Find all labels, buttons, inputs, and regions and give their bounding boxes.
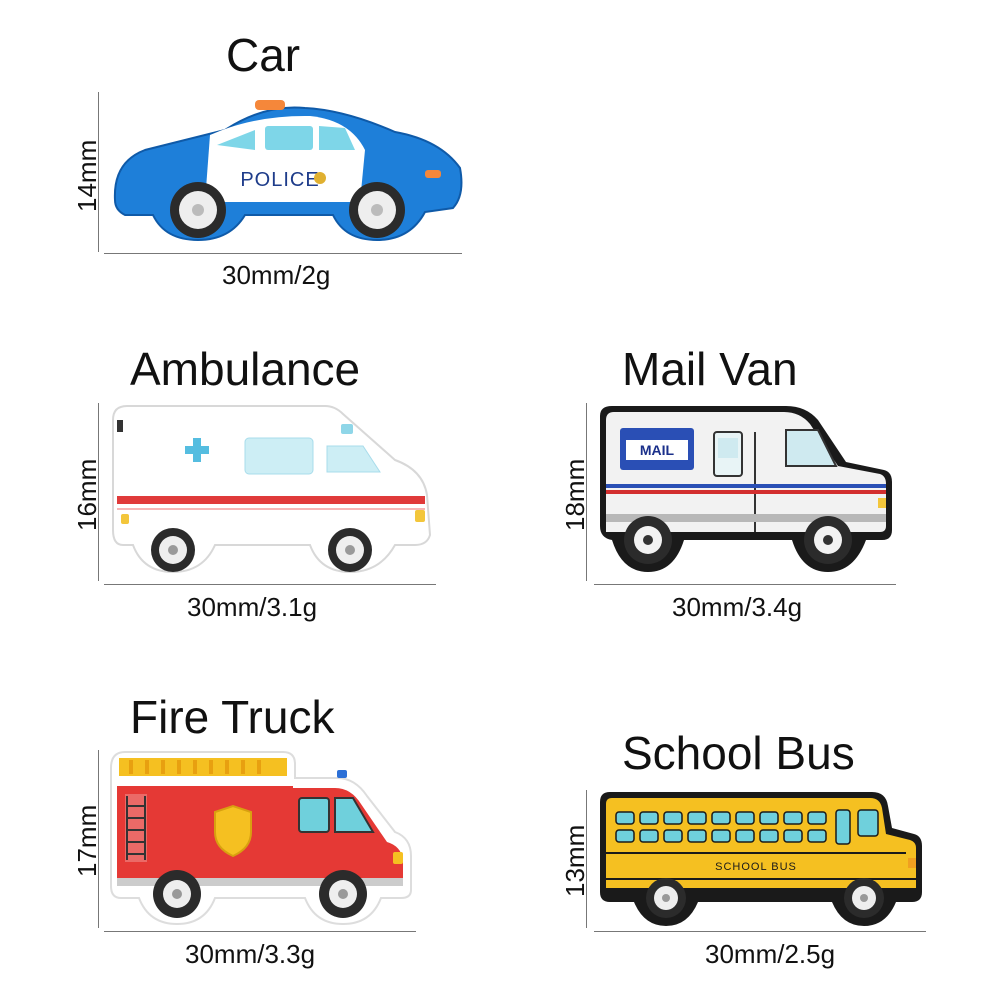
height-dimension-line [98, 92, 99, 252]
fire-truck-image [105, 748, 415, 928]
bus-badge-text: SCHOOL BUS [715, 861, 797, 873]
height-label: 14mm [72, 139, 102, 212]
height-label: 17mm [72, 804, 102, 877]
item-title: Mail Van [622, 343, 798, 395]
width-label: 30mm/3.4g [672, 592, 803, 622]
width-label: 30mm/3.3g [185, 939, 316, 969]
item-title: Car [226, 29, 301, 81]
height-dimension-line [98, 750, 99, 928]
height-label: 16mm [72, 458, 102, 531]
height-label: 13mm [560, 824, 590, 897]
height-label: 18mm [560, 458, 590, 531]
width-dimension-line [594, 584, 896, 585]
mail-van-image: MAIL [596, 402, 896, 582]
width-dimension-line [104, 931, 416, 932]
height-dimension-line [98, 403, 99, 581]
ambulance-image [105, 400, 437, 580]
item-title: Fire Truck [130, 691, 335, 743]
police-car-image: POLICE [105, 90, 465, 250]
width-label: 30mm/2g [222, 260, 331, 290]
item-title: Ambulance [130, 343, 361, 395]
car-decal-text: POLICE [240, 169, 319, 191]
width-label: 30mm/2.5g [705, 939, 836, 969]
height-dimension-line [586, 790, 587, 928]
mail-badge-text: MAIL [640, 442, 675, 458]
width-dimension-line [104, 584, 436, 585]
school-bus-image: SCHOOL BUS [596, 788, 926, 928]
width-dimension-line [104, 253, 462, 254]
height-dimension-line [586, 403, 587, 581]
width-dimension-line [594, 931, 926, 932]
width-label: 30mm/3.1g [187, 592, 318, 622]
item-title: School Bus [622, 727, 855, 779]
